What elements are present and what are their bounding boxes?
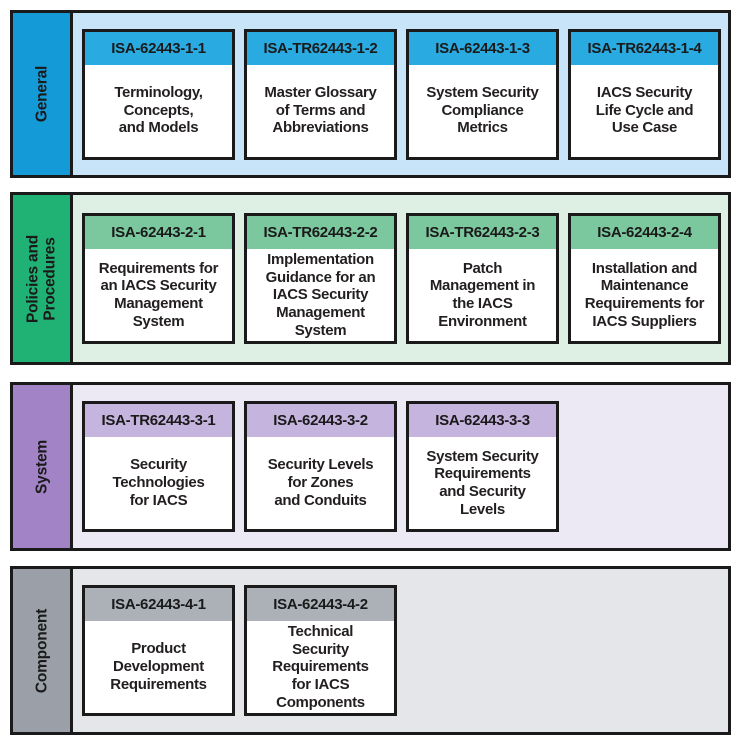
band-label-text: General xyxy=(32,65,50,123)
band-label-text: Policies and Procedures xyxy=(24,234,59,323)
band-label-text: Component xyxy=(32,608,50,693)
card-title: Terminology, Concepts, and Models xyxy=(114,83,203,137)
card-code: ISA-62443-2-1 xyxy=(85,216,232,249)
card-code: ISA-TR62443-2-3 xyxy=(409,216,556,249)
card-title: System Security Compliance Metrics xyxy=(426,83,539,137)
card-code: ISA-TR62443-1-2 xyxy=(247,31,394,65)
card-code: ISA-TR62443-2-2 xyxy=(247,216,394,249)
band-label-general: General xyxy=(13,13,73,175)
card-title: Patch Management in the IACS Environment xyxy=(429,259,536,330)
card-title: Master Glossary of Terms and Abbreviatio… xyxy=(264,83,377,137)
band-label-component: Component xyxy=(13,569,73,732)
card-code: ISA-TR62443-1-4 xyxy=(571,31,718,65)
card-title: Implementation Guidance for an IACS Secu… xyxy=(265,251,376,339)
card-code: ISA-62443-3-2 xyxy=(247,404,394,437)
card-code: ISA-62443-2-4 xyxy=(571,216,718,249)
card-title: Technical Security Requirements for IACS… xyxy=(272,623,369,711)
card-title: Security Technologies for IACS xyxy=(112,456,205,509)
band-label-text: System xyxy=(32,439,50,494)
card-code: ISA-62443-1-3 xyxy=(409,31,556,65)
card-title: Product Development Requirements xyxy=(110,640,207,693)
card-title: Requirements for an IACS Security Manage… xyxy=(98,259,219,330)
card-title: IACS Security Life Cycle and Use Case xyxy=(595,83,694,137)
card-code: ISA-62443-4-2 xyxy=(247,588,394,621)
card-code: ISA-62443-3-3 xyxy=(409,404,556,437)
card-code: ISA-62443-4-1 xyxy=(85,588,232,621)
card-code: ISA-62443-1-1 xyxy=(85,31,232,65)
band-label-policies-and-procedures: Policies and Procedures xyxy=(13,195,73,362)
card-title: Installation and Maintenance Requirement… xyxy=(584,259,705,330)
card-title: System Security Requirements and Securit… xyxy=(426,447,539,518)
band-label-system: System xyxy=(13,385,73,548)
card-code: ISA-TR62443-3-1 xyxy=(85,404,232,437)
card-title: Security Levels for Zones and Conduits xyxy=(267,456,374,509)
